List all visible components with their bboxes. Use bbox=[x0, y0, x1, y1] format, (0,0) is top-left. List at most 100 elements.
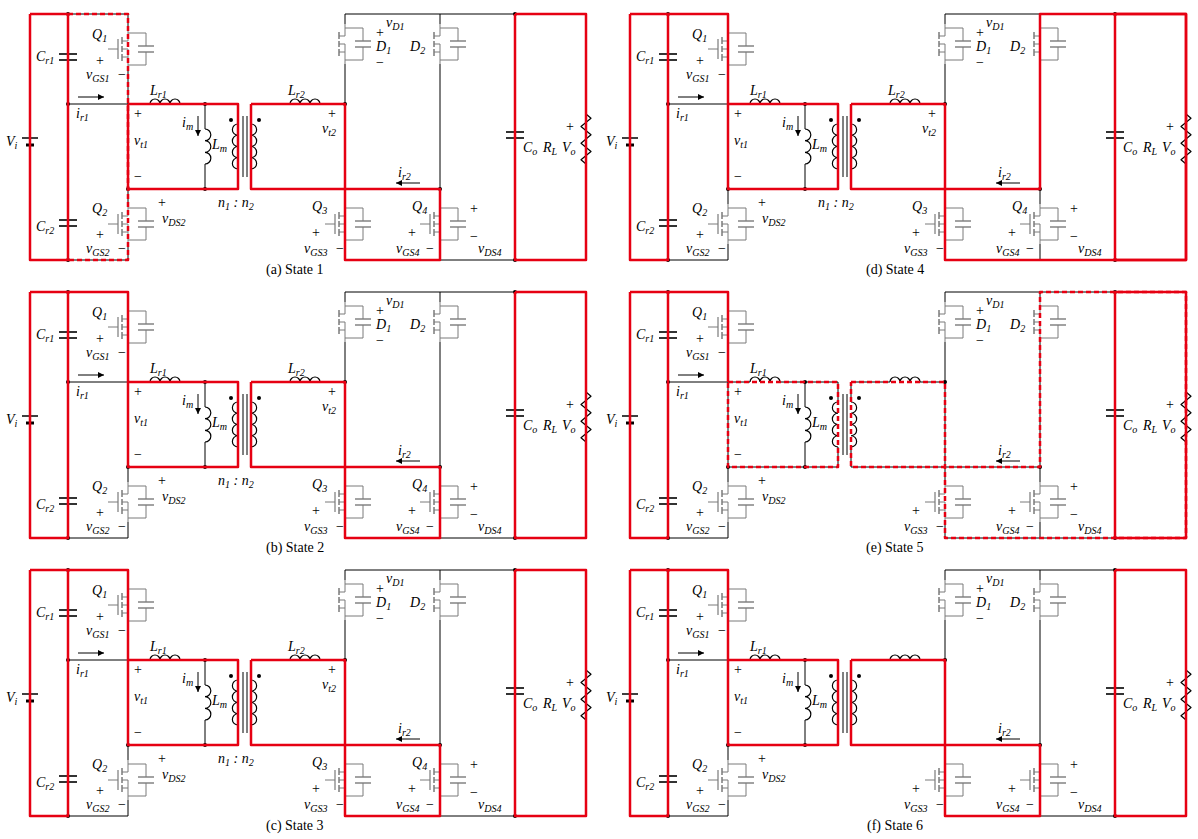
switch-symbol bbox=[939, 608, 945, 620]
subscript: GS4 bbox=[1002, 525, 1019, 536]
circuit-label: vGS1 bbox=[86, 346, 110, 360]
polarity-sign: − bbox=[336, 798, 344, 812]
symbol-letter: i bbox=[998, 165, 1002, 180]
switch-symbol bbox=[121, 229, 123, 236]
subscript: L bbox=[1152, 424, 1158, 435]
snubber-capacitor bbox=[440, 325, 458, 338]
circuit-label: vGS2 bbox=[86, 520, 110, 534]
switch-symbol bbox=[1033, 327, 1035, 334]
subscript: 1 bbox=[386, 45, 391, 56]
subscript: D1 bbox=[992, 21, 1004, 32]
gate-symbol bbox=[925, 224, 935, 225]
polarity-sign: − bbox=[1070, 786, 1078, 800]
subscript: 1 bbox=[702, 589, 707, 600]
symbol-letter: v bbox=[904, 797, 910, 812]
symbol-letter: R bbox=[1143, 418, 1152, 433]
circuit-label: vDS4 bbox=[478, 798, 502, 812]
subscript: r2 bbox=[45, 781, 54, 792]
switch-symbol bbox=[339, 600, 345, 608]
current-path bbox=[128, 382, 238, 467]
circuit-label: im bbox=[182, 672, 193, 686]
symbol-letter: i bbox=[182, 671, 186, 686]
circuit-label: vGS4 bbox=[996, 520, 1020, 534]
subscript: GS4 bbox=[402, 803, 419, 814]
switch-symbol bbox=[1033, 49, 1035, 56]
circuit-label: ir2 bbox=[998, 166, 1011, 180]
circuit-label: Lr1 bbox=[750, 362, 767, 376]
circuit-label: Q2 bbox=[92, 758, 107, 772]
circuit-label: vDS4 bbox=[1078, 242, 1102, 256]
arrow-head bbox=[98, 372, 104, 378]
snubber-capacitor bbox=[955, 596, 971, 597]
wire bbox=[805, 660, 806, 685]
snubber-capacitor bbox=[728, 505, 746, 518]
circuit-label: D1 bbox=[976, 40, 991, 54]
snubber-capacitor bbox=[945, 486, 963, 499]
polarity-sign: + bbox=[696, 332, 704, 346]
polarity-sign: + bbox=[566, 676, 574, 690]
switch-symbol bbox=[338, 32, 340, 39]
snubber-capacitor bbox=[1040, 306, 1058, 319]
winding-symbol bbox=[805, 129, 811, 164]
subscript: L bbox=[1152, 146, 1158, 157]
switch-symbol bbox=[433, 588, 435, 595]
symbol-letter: D bbox=[1010, 39, 1020, 54]
wire bbox=[728, 169, 838, 189]
subscript: r1 bbox=[158, 89, 167, 100]
switch-symbol bbox=[433, 785, 435, 792]
switch-symbol bbox=[433, 768, 435, 775]
switch-symbol bbox=[338, 229, 340, 236]
circuit-label: Co bbox=[1123, 419, 1137, 433]
symbol-letter: v bbox=[1078, 519, 1084, 534]
wire bbox=[128, 725, 238, 745]
subscript: L bbox=[552, 702, 558, 713]
switch-symbol bbox=[1034, 580, 1040, 592]
circuit-label: Cr1 bbox=[36, 328, 54, 342]
polarity-sign: + bbox=[312, 226, 320, 240]
symbol-letter: i bbox=[76, 106, 80, 121]
switch-symbol bbox=[339, 44, 345, 52]
wire bbox=[440, 292, 441, 302]
switch-symbol bbox=[939, 330, 945, 342]
snubber-capacitor bbox=[345, 505, 363, 518]
circuit-label: D1 bbox=[376, 40, 391, 54]
switch-symbol bbox=[939, 24, 945, 36]
circuit-label: ir1 bbox=[676, 663, 689, 677]
circuit-label: RL bbox=[1143, 141, 1157, 155]
gate-symbol bbox=[708, 327, 718, 328]
circuit-label: vt2 bbox=[322, 678, 336, 692]
circuit-label: Co bbox=[523, 141, 537, 155]
switch-symbol bbox=[122, 760, 128, 772]
symbol-letter: C bbox=[636, 497, 645, 512]
switch-symbol bbox=[338, 785, 340, 792]
core-line bbox=[247, 672, 248, 733]
subscript: r1 bbox=[758, 645, 767, 656]
circuit-label: n1 : n2 bbox=[218, 752, 254, 766]
snubber-capacitor bbox=[1040, 28, 1058, 41]
circuit-label: Q1 bbox=[692, 28, 707, 42]
gate-symbol bbox=[325, 224, 335, 225]
circuit-label: D2 bbox=[410, 596, 425, 610]
polarity-sign: + bbox=[1166, 120, 1174, 134]
snubber-capacitor bbox=[1040, 584, 1058, 597]
circuit-label: Cr2 bbox=[636, 220, 654, 234]
circuit-label: Lr2 bbox=[288, 84, 305, 98]
subscript: 1 bbox=[986, 601, 991, 612]
subscript: 3 bbox=[322, 761, 327, 772]
subscript: 3 bbox=[922, 205, 927, 216]
snubber-capacitor bbox=[345, 325, 363, 338]
circuit-label: vGS1 bbox=[686, 624, 710, 638]
subscript: GS2 bbox=[92, 525, 109, 536]
wire bbox=[180, 104, 238, 124]
snubber-capacitor bbox=[440, 28, 458, 41]
subscript: o bbox=[1132, 424, 1137, 435]
symbol-letter: D bbox=[410, 317, 420, 332]
symbol-letter: L bbox=[212, 137, 220, 152]
polarity-sign: + bbox=[1070, 202, 1078, 216]
symbol-letter: v bbox=[686, 241, 692, 256]
symbol-letter: V bbox=[562, 140, 571, 155]
current-path bbox=[345, 467, 440, 538]
circuit-label: Lr1 bbox=[150, 640, 167, 654]
subscript: 2 bbox=[420, 45, 425, 56]
